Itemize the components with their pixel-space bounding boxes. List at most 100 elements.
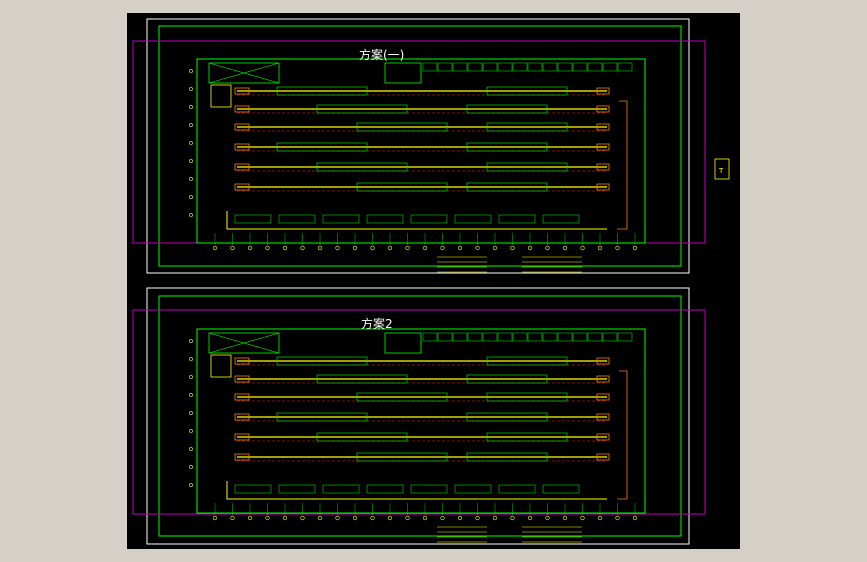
- cell: [572, 332, 588, 342]
- cell: [452, 332, 468, 342]
- axis-bubble: [615, 515, 620, 521]
- axis-bubble: [545, 515, 550, 521]
- axis-bubble: [475, 245, 480, 251]
- axis-bubble: [562, 245, 568, 251]
- return-loop: [226, 211, 607, 230]
- bottom-cell: [278, 484, 316, 494]
- machine-box: [486, 392, 568, 402]
- axis-bubble: [189, 411, 193, 415]
- station: [234, 413, 250, 421]
- station: [596, 375, 610, 383]
- cell: [422, 332, 438, 342]
- plan-2-axis-markers: [189, 339, 638, 543]
- axis-bubble: [189, 447, 193, 451]
- cell: [437, 332, 453, 342]
- axis-bubble: [282, 245, 288, 251]
- plan-1-production-lines: [208, 62, 633, 230]
- bottom-cell: [454, 214, 492, 224]
- station: [596, 433, 610, 441]
- cell: [617, 62, 633, 72]
- station: [234, 163, 250, 171]
- cell: [557, 332, 573, 342]
- plan-2-building-outline: [196, 328, 646, 514]
- plan-2: 方案2: [132, 287, 706, 545]
- machine-box: [466, 104, 548, 114]
- plan-1-title: 方案(一): [359, 47, 404, 62]
- axis-bubble: [189, 87, 193, 91]
- bottom-cell: [366, 484, 404, 494]
- bottom-cell: [498, 214, 536, 224]
- cell: [527, 62, 543, 72]
- side-loop: [617, 100, 628, 230]
- station: [596, 143, 610, 151]
- cell: [602, 332, 618, 342]
- machine-box: [276, 356, 368, 366]
- bottom-cell: [542, 484, 580, 494]
- cell: [512, 332, 528, 342]
- machine-box: [466, 142, 548, 152]
- axis-bubble: [370, 515, 375, 521]
- axis-bubble: [475, 515, 480, 521]
- cell: [482, 332, 498, 342]
- equipment-box: [384, 332, 422, 354]
- axis-bubble: [317, 245, 323, 251]
- bottom-cell: [366, 214, 404, 224]
- cell: [482, 62, 498, 72]
- axis-bubble: [300, 245, 305, 251]
- cad-drawing: 方案(一) 方案2 T: [132, 18, 730, 545]
- axis-bubble: [189, 69, 193, 73]
- axis-bubble: [545, 245, 550, 251]
- axis-bubble: [335, 245, 340, 251]
- machine-box: [276, 412, 368, 422]
- axis-bubble: [370, 245, 375, 251]
- axis-bubble: [230, 245, 235, 251]
- station: [234, 87, 250, 95]
- plan-1-outer-frame: [146, 18, 690, 274]
- station: [234, 357, 250, 365]
- plan-2-title: 方案2: [361, 316, 393, 331]
- equipment-box: [210, 84, 232, 108]
- plan-2-production-lines: [208, 332, 633, 500]
- cell: [467, 332, 483, 342]
- axis-bubble: [562, 515, 568, 521]
- axis-bubble: [189, 195, 193, 199]
- machine-box: [486, 162, 568, 172]
- station: [234, 393, 250, 401]
- machine-box: [466, 412, 548, 422]
- axis-bubble: [265, 515, 270, 521]
- station: [234, 453, 250, 461]
- station: [234, 123, 250, 131]
- station: [234, 375, 250, 383]
- axis-bubble: [189, 375, 193, 379]
- station: [596, 105, 610, 113]
- cell: [422, 62, 438, 72]
- cell: [542, 332, 558, 342]
- axis-bubble: [317, 515, 323, 521]
- cad-drawing-canvas[interactable]: 方案(一) 方案2 T: [127, 13, 740, 549]
- axis-bubble: [300, 515, 305, 521]
- axis-bubble: [189, 393, 193, 397]
- side-annotation-box: [714, 158, 730, 180]
- axis-bubble: [632, 515, 638, 521]
- bottom-cell: [410, 214, 448, 224]
- plan-2-outer-frame: [146, 287, 690, 545]
- axis-bubble: [352, 515, 358, 521]
- station: [234, 105, 250, 113]
- axis-bubble: [615, 245, 620, 251]
- cell: [617, 332, 633, 342]
- equipment-box: [208, 332, 280, 354]
- axis-bubble: [189, 177, 193, 181]
- axis-bubble: [335, 515, 340, 521]
- axis-bubble: [189, 483, 193, 487]
- machine-box: [466, 182, 548, 192]
- plan-1: 方案(一): [132, 18, 706, 274]
- axis-bubble: [440, 515, 445, 521]
- side-annotation-text: T: [718, 167, 724, 175]
- axis-bubble: [189, 357, 193, 361]
- cell: [497, 332, 513, 342]
- axis-bubble: [189, 159, 193, 163]
- plan-1-viewport-frame: [132, 40, 706, 244]
- plan-1-inner-frame: [158, 25, 682, 267]
- axis-bubble: [352, 245, 358, 251]
- axis-bubble: [189, 339, 193, 343]
